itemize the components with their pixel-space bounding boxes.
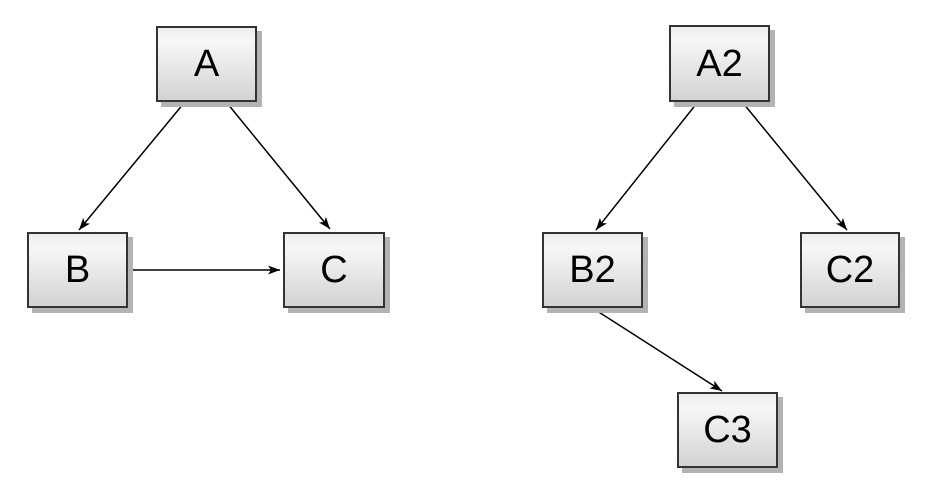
node-A-label: A: [193, 43, 220, 85]
edge-A2-to-B2: [595, 102, 698, 231]
edge-B2-to-C3: [593, 308, 723, 392]
node-C2-label: C2: [825, 249, 875, 291]
node-C2: C2: [800, 232, 900, 308]
edge-A2-to-C2: [742, 102, 848, 231]
edge-A-to-B: [78, 102, 185, 231]
node-C3-label: C3: [703, 409, 752, 451]
node-C-label: C: [320, 249, 348, 291]
node-A: A: [156, 26, 257, 102]
node-A2: A2: [669, 25, 770, 102]
node-B2: B2: [542, 232, 643, 308]
node-B2-label: B2: [569, 249, 616, 291]
node-C: C: [283, 232, 385, 308]
node-C3: C3: [677, 392, 778, 468]
edge-A-to-C: [226, 102, 331, 230]
node-B: B: [27, 232, 128, 308]
node-B-label: B: [64, 249, 91, 291]
node-A2-label: A2: [696, 42, 743, 85]
